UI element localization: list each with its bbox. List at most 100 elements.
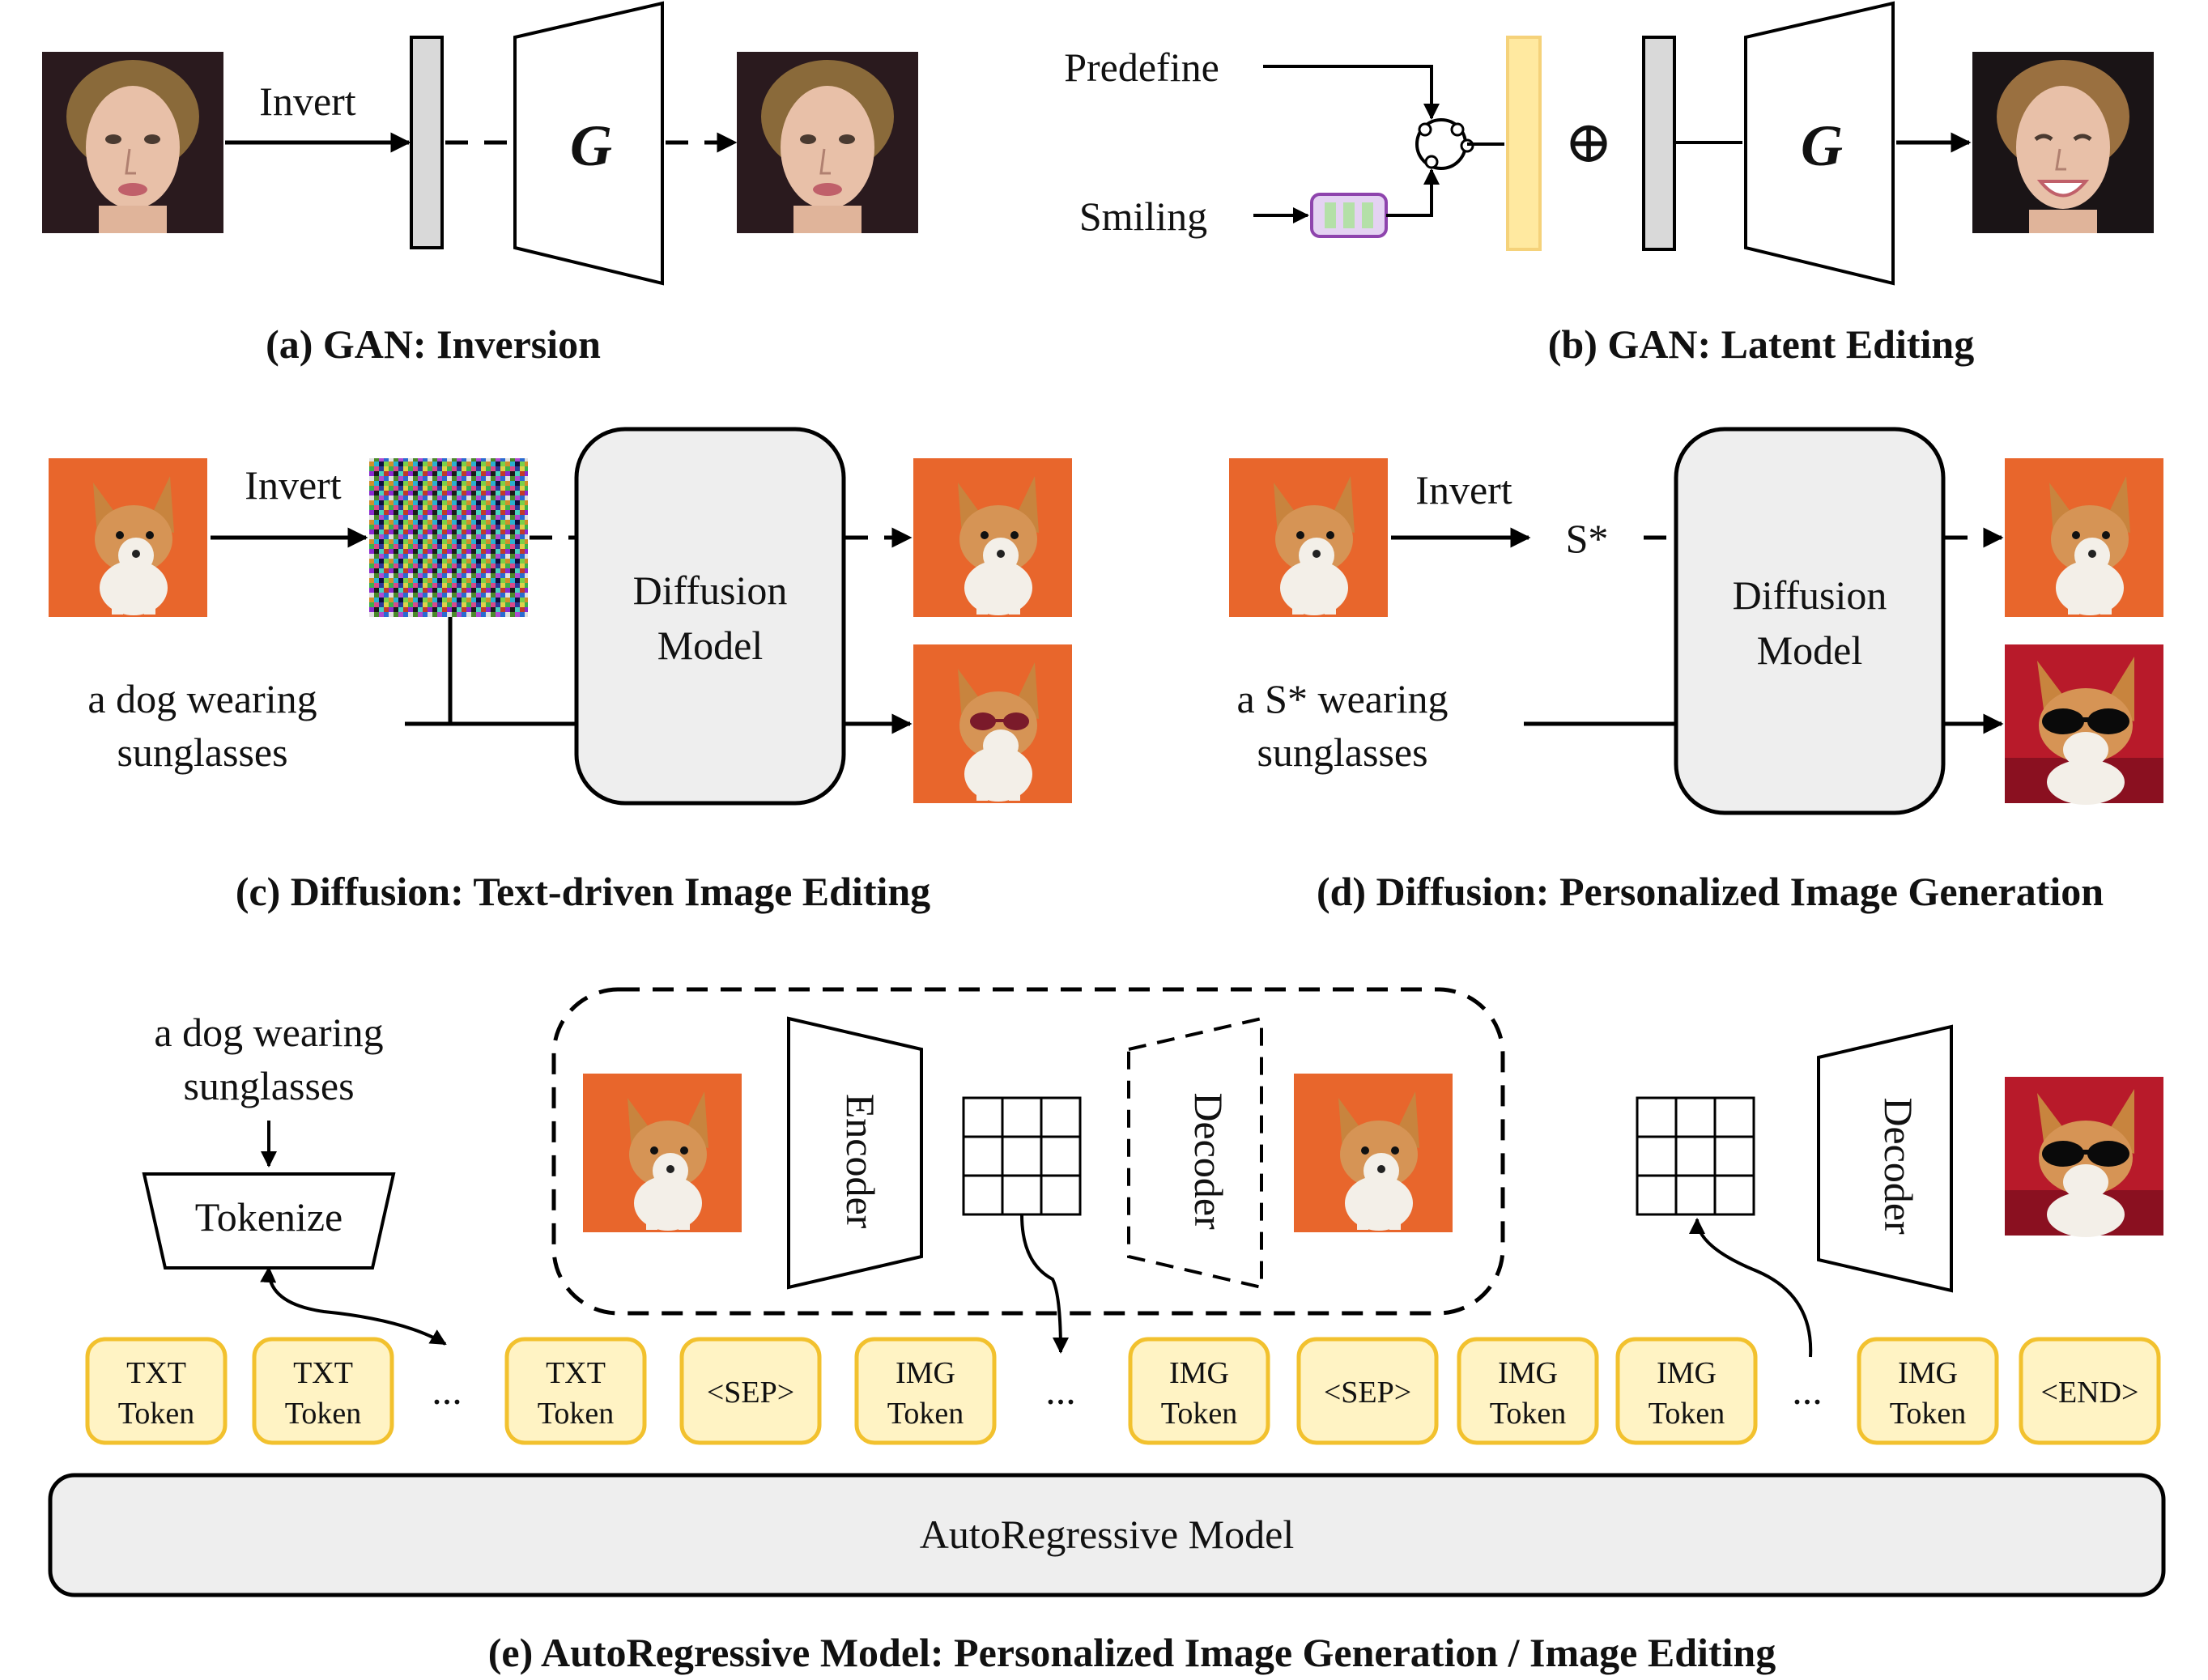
prompt-d-line1: a S* wearing: [1236, 676, 1448, 721]
diffusion-model-box-d: [1674, 427, 1946, 815]
panel-b: Predefine Smiling ⊕ G (b) GAN: Latent Ed…: [1064, 1, 2154, 367]
grid-to-tokens-arrow: [1020, 1214, 1069, 1354]
decoder-label-2: Decoder: [1876, 1097, 1921, 1235]
vq-output-dog-image: [1294, 1074, 1453, 1232]
mlp-cell: [1362, 202, 1373, 228]
token-label: <SEP>: [1324, 1376, 1411, 1410]
token-label-line1: IMG: [896, 1356, 955, 1390]
add-operator: ⊕: [1564, 110, 1613, 175]
token-box: TXT Token: [504, 1337, 647, 1445]
noise-latent-image: [369, 458, 528, 617]
ellipsis-1: ...: [432, 1367, 462, 1413]
tokenize-label: Tokenize: [195, 1194, 343, 1240]
diffusion-label-line2: Model: [657, 623, 764, 668]
caption-a: (a) GAN: Inversion: [266, 321, 601, 367]
token-label-line1: IMG: [1169, 1356, 1229, 1390]
mlp-cell: [1325, 202, 1336, 228]
fusion-node: [1415, 118, 1474, 170]
mlp-cell: [1343, 202, 1355, 228]
caption-b: (b) GAN: Latent Editing: [1548, 321, 1974, 367]
token-label-line1: IMG: [1898, 1356, 1958, 1390]
latent-code-bar: [410, 36, 444, 249]
final-generated-dog-image: [2005, 1077, 2163, 1237]
token-label-line1: TXT: [293, 1356, 353, 1390]
token-label-line1: IMG: [1498, 1356, 1558, 1390]
token-box: IMG Token: [1615, 1337, 1758, 1445]
reconstructed-dog-image: [913, 458, 1072, 617]
input-dog-image-d: [1229, 458, 1388, 617]
predefine-arrow: [1263, 65, 1440, 120]
diffusion-d-line2: Model: [1757, 627, 1863, 673]
latent-grid-right: [1636, 1096, 1755, 1216]
prompt-e-line2: sunglasses: [183, 1063, 354, 1108]
token-box: <SEP>: [679, 1337, 822, 1445]
token-label-line2: Token: [1890, 1397, 1966, 1431]
token-box: IMG Token: [1128, 1337, 1270, 1445]
token-label-line2: Token: [1649, 1397, 1725, 1431]
token-box: IMG Token: [1857, 1337, 1999, 1445]
token-box: <SEP>: [1296, 1337, 1439, 1445]
prompt-d-line2: sunglasses: [1257, 729, 1427, 775]
diffusion-model-box-c: [574, 427, 846, 806]
token-box: IMG Token: [1457, 1337, 1599, 1445]
token-label: <SEP>: [707, 1376, 794, 1410]
generator-label-b: G: [1801, 113, 1843, 178]
autoregressive-model-label: AutoRegressive Model: [920, 1512, 1294, 1557]
token-label-line1: IMG: [1657, 1356, 1717, 1390]
generated-dog-image-d: [2005, 644, 2163, 805]
predefine-label: Predefine: [1064, 45, 1219, 90]
decoder-trapezoid-dashed: [1127, 1016, 1263, 1290]
edit-vector-bar: [1506, 36, 1542, 251]
token-label-line2: Token: [887, 1397, 964, 1431]
diffusion-label-line1: Diffusion: [633, 568, 788, 613]
invert-label-c: Invert: [245, 462, 341, 508]
diffusion-d-line1: Diffusion: [1733, 572, 1887, 618]
autoregressive-model-box: [48, 1473, 2166, 1597]
generator-trapezoid-b: [1744, 1, 1895, 286]
caption-d: (d) Diffusion: Personalized Image Genera…: [1317, 869, 2104, 914]
edited-dog-image: [913, 644, 1072, 803]
token-box: IMG Token: [854, 1337, 997, 1445]
smiling-face-image: [1972, 52, 2154, 233]
prompt-c-line1: a dog wearing: [87, 676, 317, 721]
decoder-trapezoid: [1817, 1024, 1953, 1293]
token-box: TXT Token: [252, 1337, 394, 1445]
generator-label: G: [570, 113, 612, 178]
smiling-label: Smiling: [1079, 194, 1207, 239]
prompt-e-line1: a dog wearing: [154, 1010, 383, 1055]
token-label: <END>: [2041, 1376, 2139, 1410]
panel-d: Invert S* Diffusion Model a S* wearing s…: [1229, 427, 2163, 914]
token-label-line1: TXT: [126, 1356, 186, 1390]
encoder-label: Encoder: [838, 1094, 883, 1229]
token-row: TXTTokenTXTTokenTXTToken<SEP>IMGTokenIMG…: [85, 1337, 2161, 1445]
s-star-token: S*: [1566, 516, 1609, 561]
output-face-image: [735, 50, 920, 235]
mlp-arrow: [1386, 168, 1440, 217]
reconstructed-dog-image-d: [2005, 458, 2163, 617]
vq-input-dog-image: [583, 1074, 742, 1232]
prompt-c-line2: sunglasses: [117, 729, 287, 775]
input-dog-image: [49, 458, 207, 617]
latent-grid-left: [962, 1096, 1082, 1216]
token-label-line2: Token: [285, 1397, 361, 1431]
tokenize-to-tokens-arrow: [260, 1266, 447, 1346]
generator-trapezoid: [513, 1, 664, 286]
invert-label-d: Invert: [1415, 467, 1512, 513]
ellipsis-2: ...: [1045, 1367, 1076, 1413]
token-label-line2: Token: [538, 1397, 614, 1431]
token-label-line2: Token: [118, 1397, 194, 1431]
token-box: <END>: [2019, 1337, 2161, 1445]
panel-a: Invert G (a) GAN: Inversion: [40, 1, 920, 367]
invert-label: Invert: [259, 79, 355, 124]
caption-c: (c) Diffusion: Text-driven Image Editing: [236, 869, 930, 914]
input-face-image: [40, 50, 225, 235]
token-label-line1: TXT: [546, 1356, 606, 1390]
vq-autoencoder-group: [551, 987, 1505, 1316]
encoder-trapezoid: [787, 1016, 923, 1290]
panel-e: a dog wearing sunglasses Tokenize Encode…: [48, 987, 2166, 1675]
latent-code-bar-b: [1642, 36, 1676, 251]
token-label-line2: Token: [1490, 1397, 1566, 1431]
tokens-to-grid-arrow: [1689, 1218, 1813, 1358]
token-label-line2: Token: [1161, 1397, 1237, 1431]
